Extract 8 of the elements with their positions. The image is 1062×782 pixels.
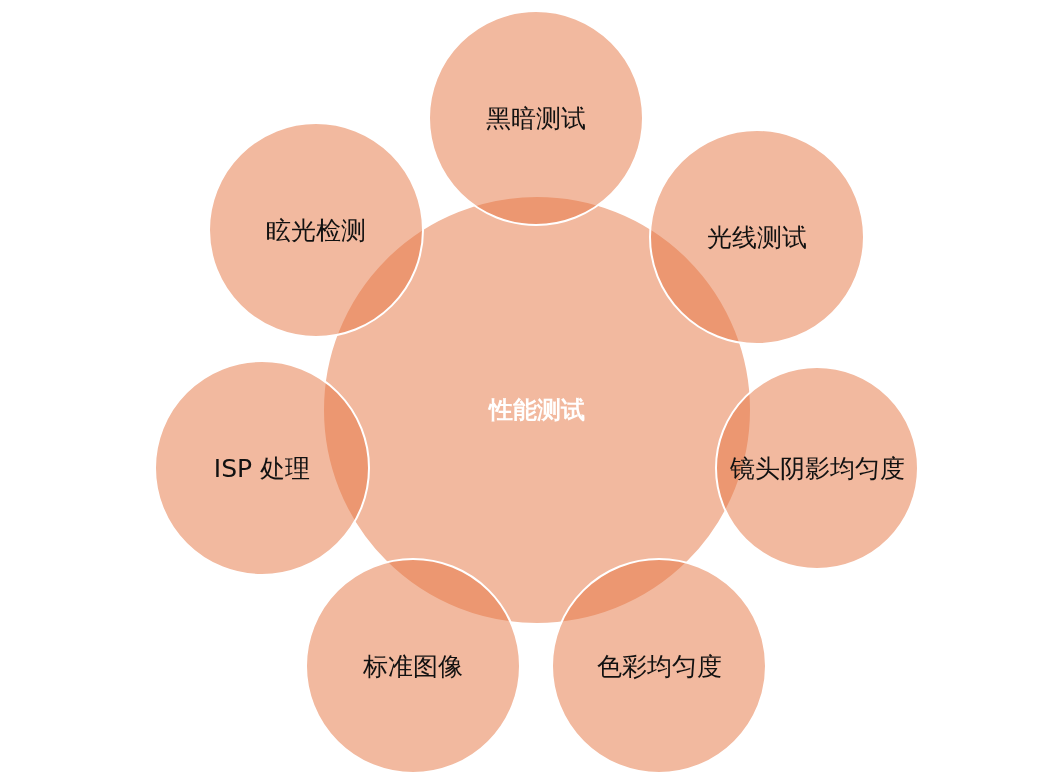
topic-label: ISP 处理 [213,452,311,485]
hub-label: 性能测试 [489,395,585,426]
topic-label: 眩光检测 [266,214,366,247]
topic-label: 色彩均匀度 [596,650,722,683]
topic-label: 镜头阴影均匀度 [729,452,905,485]
topic-label: 黑暗测试 [486,102,586,135]
topic-label: 光线测试 [707,221,807,254]
topic-label: 标准图像 [363,650,463,683]
